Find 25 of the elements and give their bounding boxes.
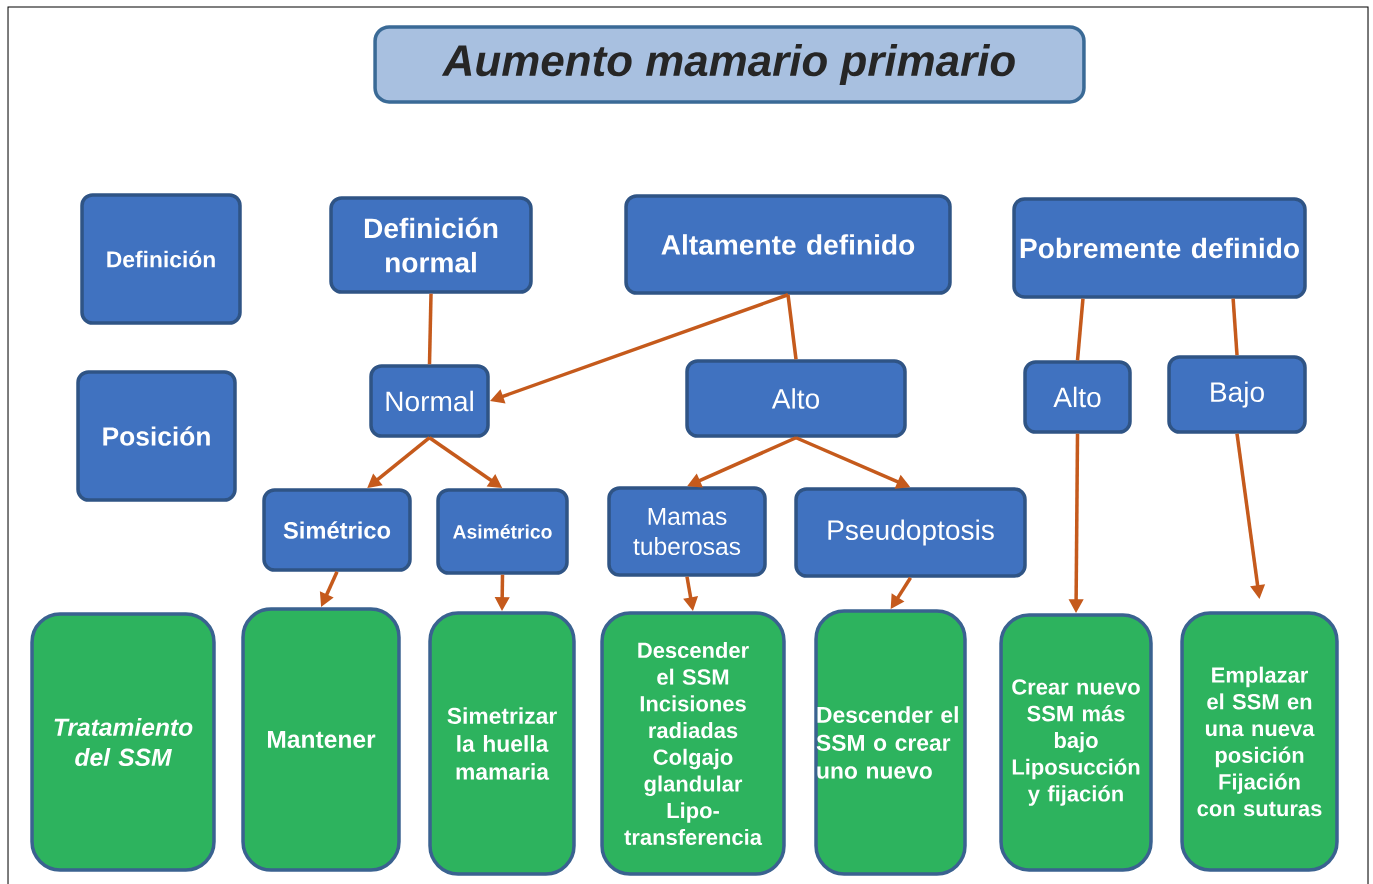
category-box: Mamas tuberosas [607, 486, 767, 577]
connector-line [1231, 298, 1239, 356]
category-box: Asimétrico [436, 488, 569, 575]
category-box: Alto [685, 359, 907, 438]
row-header-box: Definición [80, 193, 242, 325]
row-header-box: Tratamiento del SSM [30, 612, 216, 872]
category-box: Pseudoptosis [794, 487, 1027, 578]
category-box: Bajo [1167, 355, 1307, 434]
category-box: Definición normal [329, 196, 533, 294]
row-header-box: Posición [76, 370, 237, 502]
category-box: Pobremente definido [1012, 197, 1307, 299]
treatment-box: Descender el SSM Incisiones radiadas Colgajo glandular Lipo-transferencia [600, 611, 786, 876]
treatment-box: Emplazar el SSM en una nueva posición Fijación con suturas [1180, 611, 1339, 872]
treatment-box: Mantener [241, 607, 401, 872]
connector-line [427, 293, 433, 365]
connector-line [1075, 298, 1085, 361]
category-box: Normal [369, 364, 490, 438]
treatment-box: Crear nuevo SSM más bajo Liposucción y fijación [999, 613, 1153, 872]
treatment-box: Simetrizar la huella mamaria [428, 611, 576, 876]
category-box: Alto [1023, 360, 1132, 434]
category-box: Simétrico [262, 488, 412, 572]
treatment-box: Descender el SSM o crear uno nuevo [814, 609, 967, 876]
title-box: Aumento mamario primario [373, 25, 1086, 104]
category-box: Altamente definido [624, 194, 952, 295]
connector-line [786, 294, 798, 360]
